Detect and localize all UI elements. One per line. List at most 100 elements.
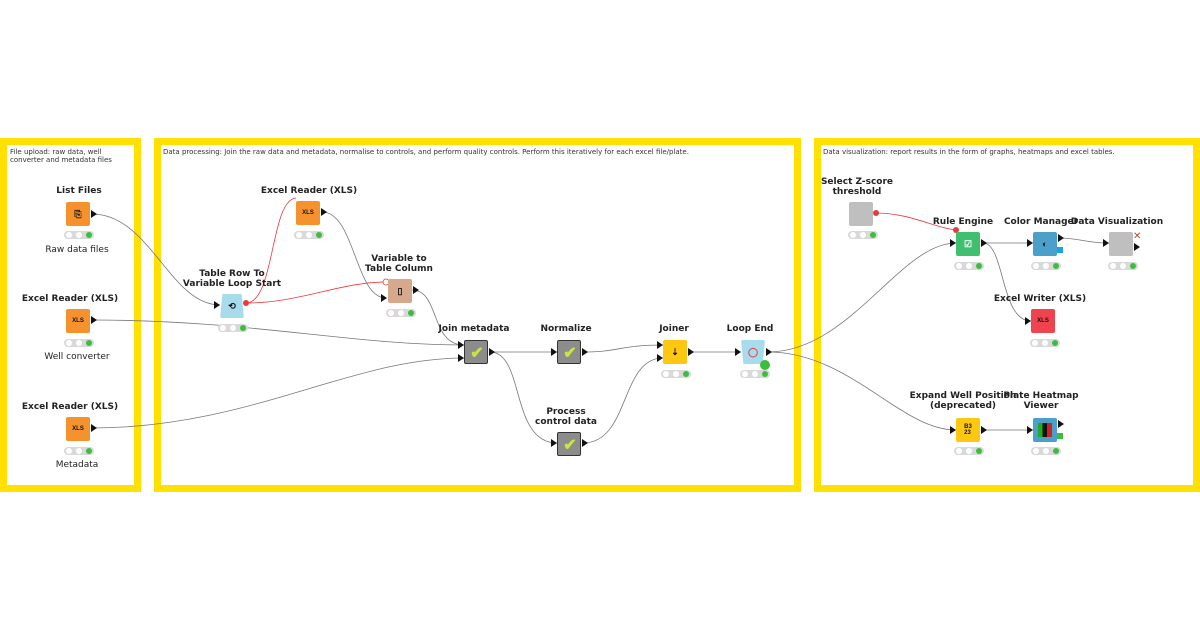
annotation-data-visualization: Data visualization: report results in th… [814,138,1200,492]
node-title: Rule Engine [932,217,994,227]
node-select-zscore[interactable]: Select Z-score threshold [802,177,912,197]
flowvar-loopstart-var [245,281,387,304]
node-title: Expand Well Position (deprecated) [909,391,1017,411]
input-port[interactable] [1103,239,1109,247]
component-icon[interactable] [1109,232,1133,256]
model-port[interactable] [1057,247,1063,253]
node-title: Table Row To Variable Loop Start [182,269,282,289]
node-rule-engine[interactable]: Rule Engine [908,217,1018,227]
annotation-data-visualization-text: Data visualization: report results in th… [823,148,1115,156]
node-label: Metadata [55,460,99,470]
output-port[interactable] [582,439,588,447]
component-icon[interactable] [849,202,873,226]
edge-reader1-join [91,319,465,346]
annotation-data-processing-text: Data processing: Join the raw data and m… [163,148,689,156]
loop-start-icon[interactable]: ⟲ [220,294,244,318]
input-port[interactable] [551,439,557,447]
output-port[interactable] [688,348,694,356]
node-excel-reader-well[interactable]: Excel Reader (XLS) [15,294,125,304]
loop-end-icon[interactable]: ◯ [741,340,765,364]
input-port[interactable] [458,341,464,349]
node-join-metadata[interactable]: Join metadata [419,324,529,334]
output-port[interactable] [321,208,327,216]
input-port[interactable] [735,348,741,356]
node-title: Join metadata [438,324,510,334]
node-title: Loop End [726,324,774,334]
node-color-manager[interactable]: Color Manager [986,217,1096,227]
node-excel-reader-metadata[interactable]: Excel Reader (XLS) [15,402,125,412]
output-port[interactable] [582,348,588,356]
node-joiner[interactable]: Joiner [619,324,729,334]
input-port[interactable] [1027,426,1033,434]
list-files-icon[interactable]: ⎘ [66,202,90,226]
edge-reader2-join [91,357,465,429]
node-excel-writer[interactable]: Excel Writer (XLS) [985,294,1095,304]
node-status [740,370,770,378]
input-port[interactable] [950,426,956,434]
output-port[interactable] [981,239,987,247]
node-label: Well converter [44,352,110,362]
node-title: Plate Heatmap Viewer [1003,391,1079,411]
node-status [294,231,324,239]
xls-icon[interactable]: XLS [66,309,90,333]
xls-writer-icon[interactable]: XLS [1031,309,1055,333]
node-excel-reader-raw[interactable]: Excel Reader (XLS) [254,186,364,196]
node-status [64,447,94,455]
node-title: List Files [56,186,102,196]
image-port-icon: ✕ [1133,231,1142,242]
output-port[interactable] [1058,234,1064,242]
output-port[interactable] [1134,243,1140,251]
metanode-check-icon[interactable]: ✔ [464,340,488,364]
input-port[interactable] [381,294,387,302]
node-title: Joiner [659,324,689,334]
node-variable-to-table-column[interactable]: Variable to Table Column [344,254,454,274]
metanode-check-icon[interactable]: ✔ [557,432,581,456]
input-port[interactable] [214,301,220,309]
output-port[interactable] [766,348,772,356]
flowvar-loopstart-reader3 [245,197,297,304]
input-port[interactable] [657,341,663,349]
output-port[interactable] [91,210,97,218]
output-port[interactable] [91,424,97,432]
node-status [1030,339,1060,347]
output-port[interactable] [91,316,97,324]
node-status [1108,262,1138,270]
input-port[interactable] [551,348,557,356]
node-title: Color Manager [1003,217,1079,227]
joiner-icon[interactable]: ⇣ [663,340,687,364]
heatmap-icon[interactable] [1033,418,1057,442]
input-port[interactable] [1025,317,1031,325]
metanode-check-icon[interactable]: ✔ [557,340,581,364]
xls-icon[interactable]: XLS [296,201,320,225]
node-status [1031,447,1061,455]
node-list-files[interactable]: List Files [24,186,134,196]
node-expand-well-position[interactable]: Expand Well Position (deprecated) [908,391,1018,411]
output-port[interactable] [413,286,419,294]
input-port[interactable] [950,239,956,247]
node-data-visualization[interactable]: Data Visualization [1062,217,1172,227]
input-port[interactable] [1027,239,1033,247]
node-title: Excel Reader (XLS) [260,186,358,196]
node-normalize[interactable]: Normalize [511,324,621,334]
output-port[interactable] [981,426,987,434]
node-title: Excel Writer (XLS) [993,294,1087,304]
input-port[interactable] [657,354,663,362]
color-drop-icon[interactable]: ◐ [1033,232,1057,256]
rule-engine-icon[interactable]: ☑ [956,232,980,256]
variable-to-column-icon[interactable]: ▯ [388,279,412,303]
xls-icon[interactable]: XLS [66,417,90,441]
edge-reader3-var [321,211,387,299]
output-port[interactable] [489,348,495,356]
well-position-icon[interactable]: B3 23 [956,418,980,442]
node-loop-start[interactable]: Table Row To Variable Loop Start [177,269,287,289]
edge-loopend-rule [767,242,957,353]
output-port[interactable] [1058,420,1064,428]
view-port[interactable] [1057,433,1063,439]
node-loop-end[interactable]: Loop End [695,324,805,334]
node-plate-heatmap-viewer[interactable]: Plate Heatmap Viewer [986,391,1096,411]
input-port[interactable] [458,354,464,362]
node-process-control-data[interactable]: Process control data [511,407,621,427]
edge-join-process [489,351,558,444]
edge-process-joiner [582,357,664,444]
